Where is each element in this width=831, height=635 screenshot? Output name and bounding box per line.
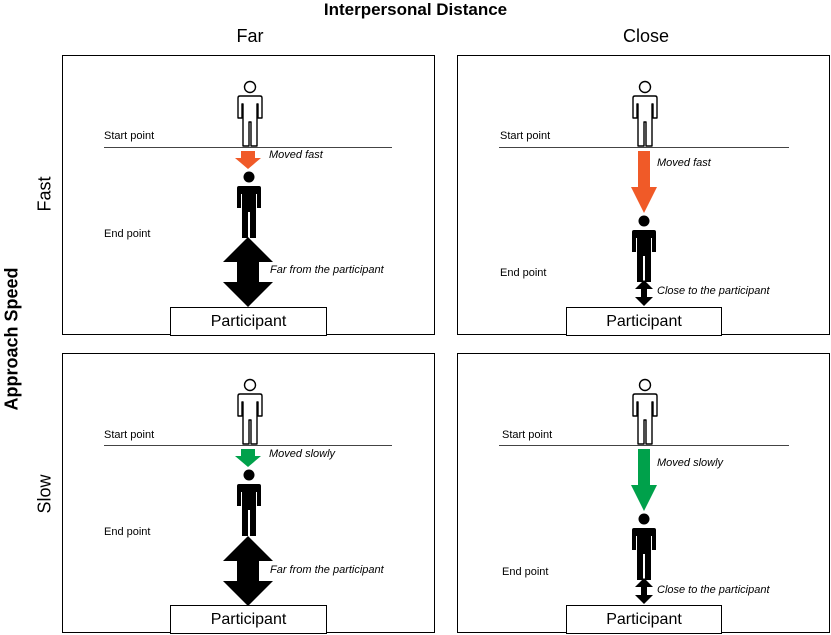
- distance-note: Far from the participant: [270, 564, 384, 576]
- column-header-far: Far: [236, 26, 264, 46]
- start-line: [499, 147, 789, 148]
- row-axis-label: Approach Speed: [1, 267, 22, 411]
- movement-arrow-icon: [235, 449, 261, 467]
- start-person-icon: [632, 80, 658, 147]
- panel-far-slow: Start point Moved slowly End point Far f…: [62, 353, 435, 634]
- start-person-icon: [237, 378, 263, 445]
- movement-arrow-icon: [631, 449, 657, 511]
- participant-box: Participant: [566, 307, 722, 336]
- end-point-label: End point: [104, 228, 151, 240]
- start-point-label: Start point: [104, 429, 155, 441]
- distance-arrow-icon: [635, 578, 653, 604]
- start-point-label: Start point: [500, 130, 551, 142]
- movement-arrow-icon: [631, 151, 657, 213]
- start-line: [104, 147, 392, 148]
- end-person-icon: [632, 513, 656, 580]
- row-label-slow: Slow: [34, 474, 55, 514]
- distance-note: Close to the participant: [657, 584, 770, 596]
- end-point-label: End point: [502, 566, 549, 578]
- column-header-close: Close: [622, 26, 670, 46]
- diagram-title: Interpersonal Distance: [323, 0, 508, 19]
- row-label-fast: Fast: [34, 176, 55, 212]
- start-point-label: Start point: [104, 130, 155, 142]
- end-point-label: End point: [104, 526, 151, 538]
- participant-box: Participant: [170, 307, 327, 336]
- movement-note: Moved slowly: [657, 457, 724, 469]
- panel-close-fast: Start point Moved fast End point Close t…: [457, 55, 830, 336]
- end-person-icon: [237, 171, 261, 238]
- start-line: [499, 445, 789, 446]
- movement-note: Moved fast: [269, 149, 323, 161]
- movement-note: Moved fast: [657, 157, 711, 169]
- start-point-label: Start point: [502, 429, 553, 441]
- panel-far-fast: Start point Moved fast End point Far fro…: [62, 55, 435, 336]
- panel-close-slow: Start point Moved slowly End point Close…: [457, 353, 830, 634]
- distance-note: Far from the participant: [270, 264, 384, 276]
- end-person-icon: [632, 215, 656, 282]
- distance-arrow-icon: [223, 536, 273, 606]
- participant-box: Participant: [170, 605, 327, 634]
- start-line: [104, 445, 392, 446]
- distance-arrow-icon: [635, 280, 653, 306]
- end-point-label: End point: [500, 267, 547, 279]
- start-person-icon: [632, 378, 658, 445]
- distance-note: Close to the participant: [657, 285, 770, 297]
- end-person-icon: [237, 469, 261, 536]
- movement-note: Moved slowly: [269, 448, 336, 460]
- movement-arrow-icon: [235, 151, 261, 169]
- start-person-icon: [237, 80, 263, 147]
- distance-arrow-icon: [223, 237, 273, 307]
- participant-box: Participant: [566, 605, 722, 634]
